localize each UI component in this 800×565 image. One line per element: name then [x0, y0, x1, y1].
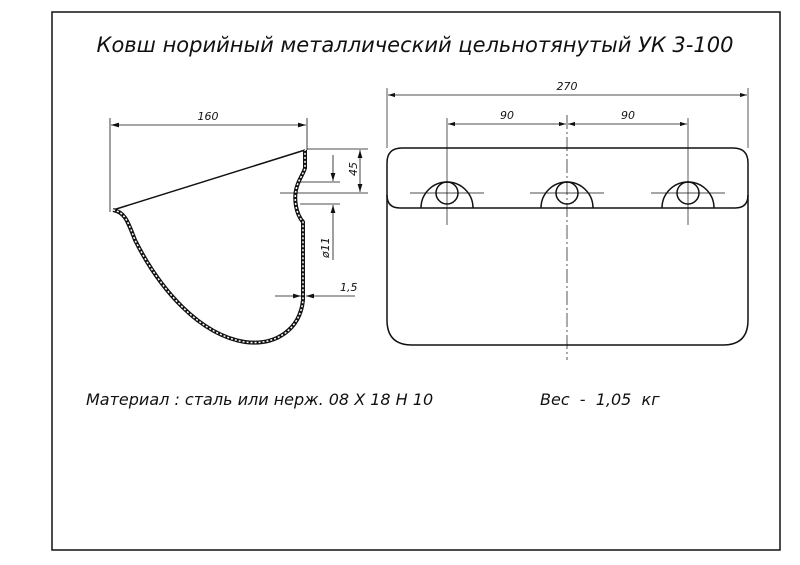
- dim-160-label: 160: [198, 110, 219, 123]
- bucket-wall-outer: [112, 150, 307, 345]
- dim-90-left-label: 90: [500, 109, 514, 122]
- dim-1-5-label: 1,5: [340, 281, 358, 294]
- dim-270-label: 270: [557, 80, 578, 93]
- bucket-wall-hatch: [112, 150, 306, 344]
- material-note: Материал : сталь или нерж. 08 Х 18 Н 10: [86, 390, 433, 409]
- side-view: [109, 118, 368, 345]
- sheet-border: [51, 11, 781, 551]
- front-view: [386, 88, 749, 360]
- bucket-rim-line: [112, 149, 306, 211]
- weight-note: Вес - 1,05 кг: [540, 390, 660, 409]
- dim-45-label: 45: [347, 162, 360, 176]
- bucket-front-outline: [386, 147, 749, 346]
- mounting-band-line: [386, 194, 749, 209]
- dim-90-right-label: 90: [621, 109, 635, 122]
- drawing-title: Ковш норийный металлический цельнотянуты…: [97, 33, 734, 57]
- dim-11-label: ø11: [319, 237, 332, 259]
